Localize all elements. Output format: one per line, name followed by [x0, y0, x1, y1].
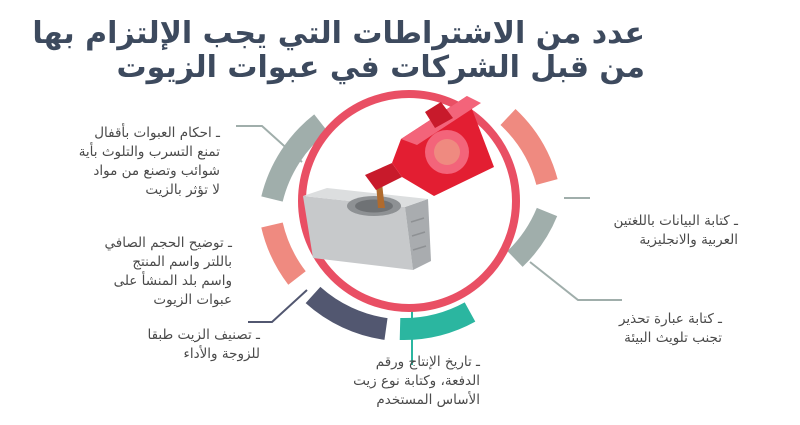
- ring-segment-gray-left: [261, 114, 328, 202]
- connector-line-3: [529, 261, 622, 301]
- item-label-line: واسم بلد المنشأ على: [113, 273, 232, 289]
- item-label-container-viscosity: ـ تصنيف الزيت طبقا للزوجة والأداء: [147, 326, 260, 364]
- item-label-line: ـ كتابة عبارة تحذير: [618, 311, 722, 327]
- ring-segment-teal-bottom: [399, 302, 476, 341]
- item-label-container-volume: ـ توضيح الحجم الصافي باللتر واسم المنتج …: [105, 234, 232, 310]
- item-label-line: تمنع التسرب والتلوث بأية: [78, 144, 220, 160]
- item-label-container-production-date: ـ تاريخ الإنتاج ورقم الدفعة، وكتابة نوع …: [353, 353, 480, 410]
- item-label-container-sealing: ـ احكام العبوات بأقفال تمنع التسرب والتل…: [79, 124, 220, 200]
- item-label-line: ـ تصنيف الزيت طبقا: [147, 327, 260, 343]
- item-label-container-languages: ـ كتابة البيانات باللغتين العربية والانج…: [613, 212, 738, 250]
- item-label-line: ـ كتابة البيانات باللغتين: [613, 213, 738, 229]
- ring-segment-gray-right: [507, 207, 558, 267]
- page-title-line-1: عدد من الاشتراطات التي يجب الإلتزام بها: [32, 16, 645, 51]
- item-label-line: ـ توضيح الحجم الصافي: [104, 235, 232, 251]
- item-label-line: تجنب تلويث البيئة: [624, 330, 722, 346]
- item-label-line: للزوجة والأداء: [183, 346, 260, 362]
- item-label-line: ـ احكام العبوات بأقفال: [94, 125, 220, 141]
- item-label-line: ـ تاريخ الإنتاج ورقم: [375, 354, 480, 370]
- item-label-line: العربية والانجليزية: [639, 232, 738, 248]
- item-label-container-warning: ـ كتابة عبارة تحذير تجنب تلويث البيئة: [619, 310, 722, 348]
- connector-line-5: [248, 289, 308, 323]
- item-label-line: الأساس المستخدم: [376, 392, 480, 408]
- item-label-line: لا تؤثر بالزيت: [145, 182, 220, 198]
- oil-receptacle-illustration: [303, 188, 431, 270]
- item-label-line: باللتر واسم المنتج: [132, 254, 232, 270]
- ring-segment-salmon-left: [261, 222, 306, 285]
- ring-segment-navy-bottom: [305, 286, 388, 340]
- page-title-line-2: من قبل الشركات في عبوات الزيوت: [116, 50, 645, 85]
- item-label-line: شوائب وتصنع من مواد: [93, 163, 220, 179]
- ring-segment-salmon-right: [500, 108, 558, 186]
- oil-can-illustration: [365, 96, 494, 196]
- item-label-line: الدفعة، وكتابة نوع زيت: [353, 373, 480, 389]
- item-label-line: عبوات الزيوت: [153, 292, 232, 308]
